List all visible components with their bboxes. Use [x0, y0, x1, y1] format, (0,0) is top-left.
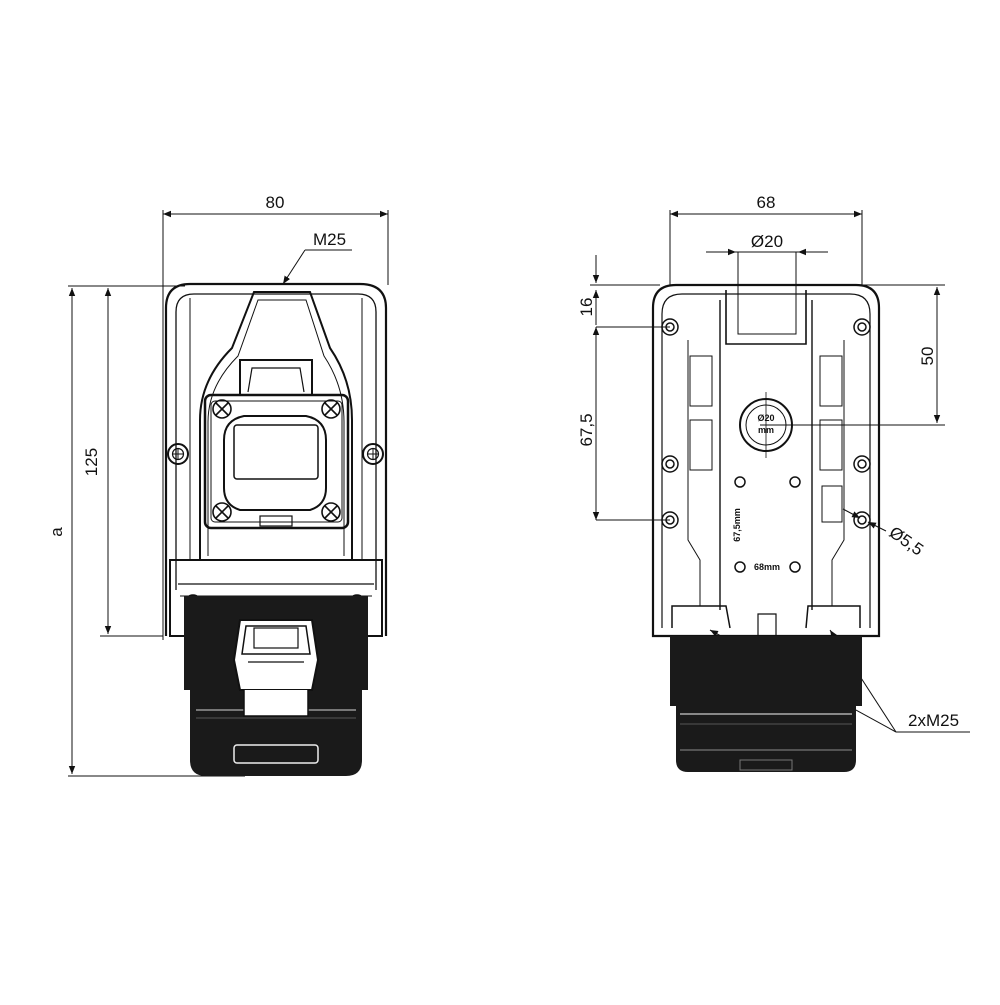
side-view: 68 Ø20 16 67,5 50 Ø5,5 2xM25 [577, 193, 970, 772]
knockout-marking-bottom: mm [758, 425, 774, 435]
front-width-label: 80 [266, 193, 285, 212]
socket-screw-top-right [321, 399, 341, 419]
mounting-hole-mid-left [661, 455, 679, 473]
mounting-holes [661, 318, 871, 529]
side-width-label: 68 [757, 193, 776, 212]
mounting-hole-bottom-right [853, 511, 871, 529]
rear-housing [651, 283, 881, 638]
spacing-marking-horizontal: 68mm [754, 562, 780, 572]
socket-face [203, 359, 350, 530]
side-top-offset-label: 16 [577, 298, 596, 317]
front-side-screw-left [167, 443, 189, 465]
front-view: 80 M25 125 a [47, 193, 389, 777]
mounting-hole-top-right [853, 318, 871, 336]
pilot-holes [734, 476, 801, 573]
front-housing [164, 282, 388, 637]
front-plug-body [184, 596, 368, 776]
socket-screw-bottom-left [212, 502, 232, 522]
mounting-hole-mid-right [853, 455, 871, 473]
front-height-label: 125 [82, 448, 101, 476]
front-overall-label: a [47, 527, 66, 537]
side-knockout-diameter-label: Ø20 [751, 232, 783, 251]
side-glands-label: 2xM25 [908, 711, 959, 730]
mounting-hole-bottom-left [661, 511, 679, 529]
socket-corner-screws [212, 399, 341, 522]
mounting-hole-top-left [661, 318, 679, 336]
side-hole-diameter-label: Ø5,5 [886, 523, 927, 560]
cable-knockout: Ø20 mm [739, 392, 793, 458]
rear-plug-body [670, 636, 862, 772]
socket-screw-bottom-right [321, 502, 341, 522]
spacing-marking-vertical: 67,5mm [732, 508, 742, 542]
front-gland-label: M25 [313, 230, 346, 249]
front-side-screw-right [362, 443, 384, 465]
side-center-offset-label: 50 [918, 347, 937, 366]
socket-screw-top-left [212, 399, 232, 419]
side-hole-spacing-label: 67,5 [577, 413, 596, 446]
knockout-marking-top: Ø20 [757, 413, 774, 423]
front-dimension-lines [68, 210, 389, 777]
